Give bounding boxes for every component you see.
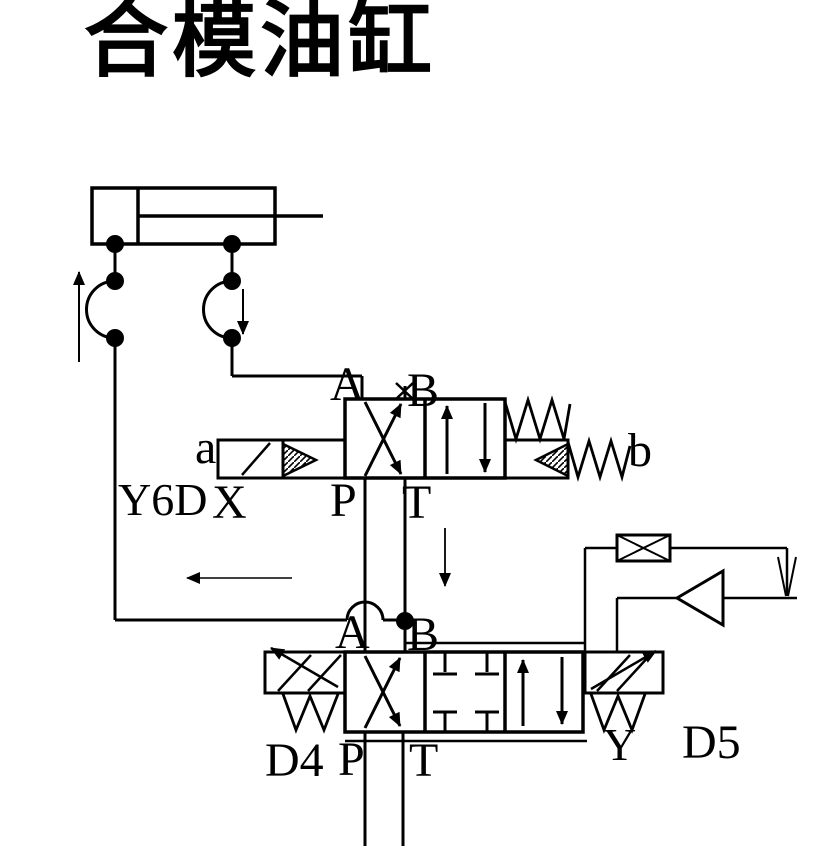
junction-dot [223, 329, 241, 347]
junction-dot [223, 272, 241, 290]
valve1-cross-arrow-at [363, 401, 403, 475]
clamping-cylinder [90, 186, 323, 246]
blocked-center-icons [433, 652, 499, 732]
solenoid-d4-box [263, 650, 347, 695]
pilot-circuit [583, 533, 797, 652]
valve2-port-y-label: Y [603, 719, 637, 770]
spring-top-icon [503, 395, 572, 444]
valve1-solenoid-a-label: a [195, 421, 217, 474]
junction-dot [396, 612, 414, 630]
solenoid-slash-icon [241, 442, 271, 476]
open-down-arrow-icon [777, 556, 797, 597]
spring-w-left-icon [281, 692, 340, 734]
valve2-cross-arrow-at [363, 655, 402, 727]
pilot-triangle-left-icon [533, 441, 570, 479]
valve1-port-p-label: P [330, 474, 357, 527]
booster-triangle-icon [674, 568, 725, 628]
junction-dot [106, 235, 124, 253]
junction-dots [106, 235, 414, 630]
valve1-port-a-label: A [330, 358, 365, 411]
hose-arc-right [202, 279, 233, 340]
valve2-port-p-label: P [338, 733, 365, 786]
valve1-id-label: Y6D [118, 474, 208, 525]
pilot-triangle-right-icon [281, 442, 319, 478]
hose-arc-left [85, 279, 116, 340]
plugged-port-x-mark [395, 382, 414, 400]
junction-dot [106, 329, 124, 347]
solenoid-d5-box [583, 650, 665, 695]
junction-dot [223, 235, 241, 253]
page-title: 合模油缸 [84, 0, 437, 89]
proportional-arrow-left-icon [270, 646, 339, 689]
valve2-port-a-label: A [335, 606, 370, 659]
directional-valve-y6d [216, 382, 632, 483]
valve2-solenoid-d5-label: D5 [682, 716, 741, 769]
valve2-body [343, 650, 585, 734]
valve1-port-b-label: B [407, 364, 440, 417]
valve1-port-t-label: T [402, 476, 432, 529]
valve1-port-x-label: X [212, 476, 247, 529]
valve2-port-t-label: T [409, 734, 439, 787]
spring-w-right-icon [589, 692, 647, 734]
valve2-port-b-label: B [407, 608, 440, 661]
valve2-solenoid-d4-label: D4 [265, 734, 324, 787]
valve1-solenoid-b-label: b [628, 424, 652, 477]
proportional-arrow-right-icon [590, 649, 657, 691]
cylinder-port-lines [85, 244, 405, 622]
spring-right-icon [566, 436, 632, 483]
junction-dot [106, 272, 124, 290]
proportional-valve-d4-d5 [263, 641, 665, 846]
